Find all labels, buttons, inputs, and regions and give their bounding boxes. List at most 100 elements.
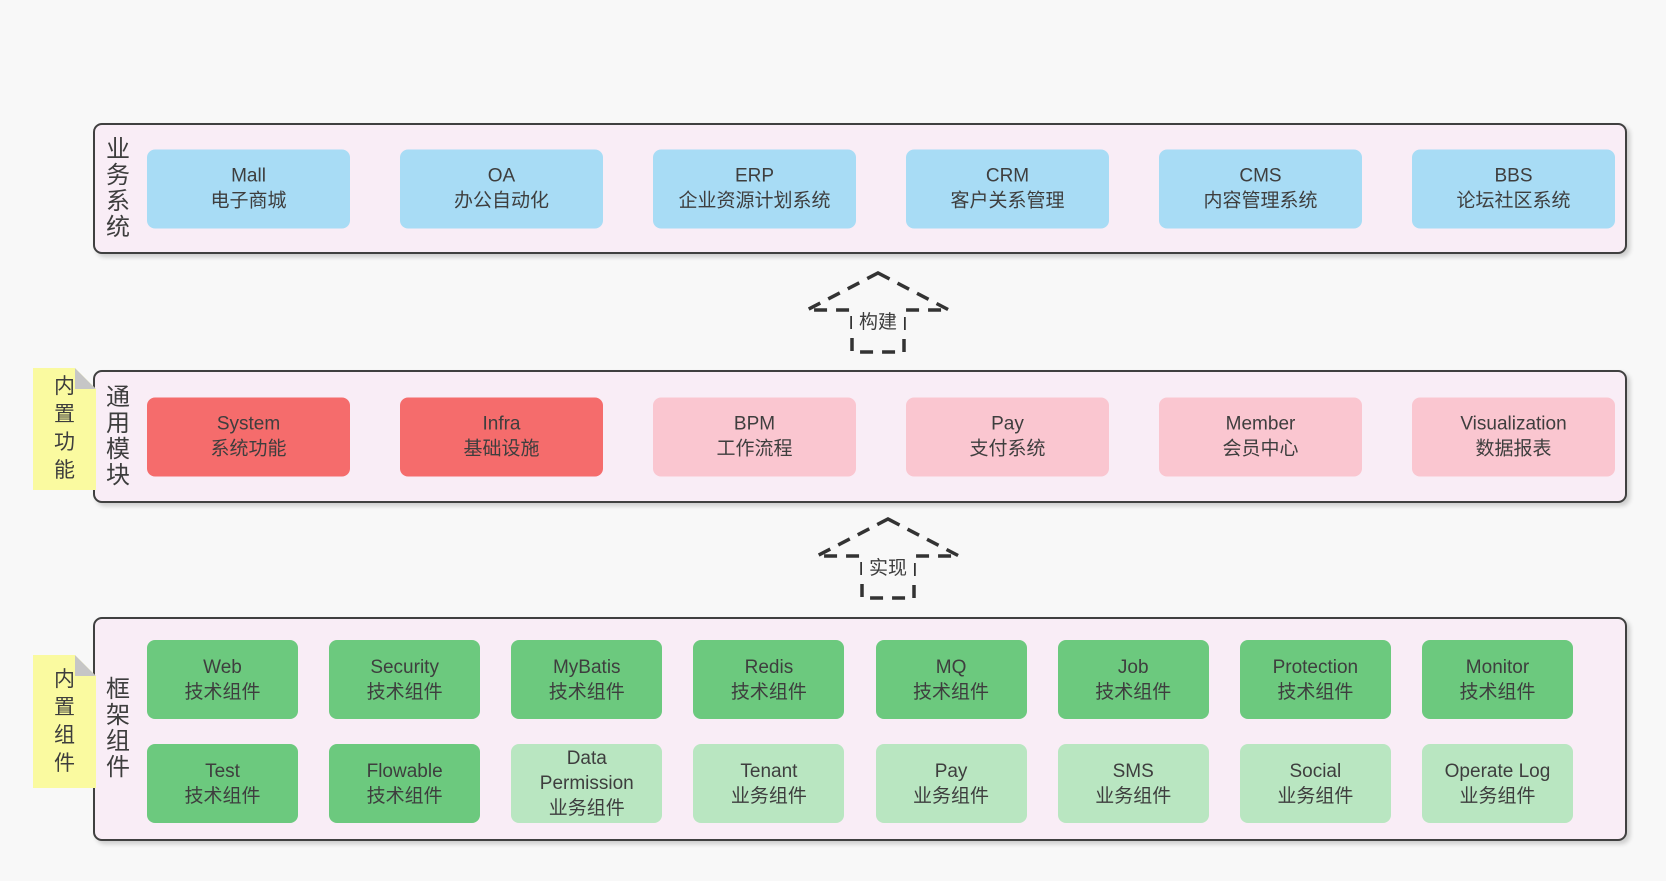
box-title: Flowable (366, 760, 443, 782)
box-subtitle: 办公自动化 (453, 190, 549, 212)
box-redis: Redis 技术组件 (693, 640, 845, 719)
up-arrow-icon (816, 517, 960, 600)
box-subtitle: 技术组件 (366, 681, 443, 703)
box-subtitle: 技术组件 (184, 681, 261, 703)
box-subtitle: 业务组件 (730, 785, 807, 807)
box-member: Member 会员中心 (1159, 397, 1362, 476)
layer-label-business: 业务系统 (106, 135, 130, 241)
box-pay: Pay 支付系统 (906, 397, 1109, 476)
box-title: Data Permission (539, 748, 634, 794)
box-subtitle: 技术组件 (1459, 681, 1536, 703)
box-subtitle: 业务组件 (548, 798, 625, 819)
box-protection: Protection 技术组件 (1239, 640, 1391, 719)
box-title: Tenant (740, 760, 798, 782)
box-infra: Infra 基础设施 (400, 397, 603, 476)
note-built-in-components: 内置组件 (33, 655, 96, 788)
box-title: Visualization (1460, 413, 1567, 435)
box-subtitle: 业务组件 (913, 785, 990, 807)
box-title: BPM (733, 413, 776, 435)
box-title: Monitor (1465, 656, 1530, 678)
box-subtitle: 数据报表 (1475, 438, 1552, 460)
arrow-implement: 实现 (814, 516, 962, 601)
box-title: Pay (934, 760, 968, 782)
box-operate-log: Operate Log 业务组件 (1421, 744, 1573, 823)
box-subtitle: 技术组件 (366, 785, 443, 807)
arrow-build-label: 构建 (851, 306, 905, 335)
box-subtitle: 业务组件 (1095, 785, 1172, 807)
box-title: Social (1289, 760, 1342, 782)
box-title: Mall (231, 165, 266, 187)
box-subtitle: 技术组件 (913, 681, 990, 703)
box-oa: OA 办公自动化 (400, 149, 603, 228)
box-monitor: Monitor 技术组件 (1421, 640, 1573, 719)
box-data-permission: Data Permission 业务组件 (511, 744, 663, 823)
box-erp: ERP 企业资源计划系统 (653, 149, 856, 228)
layer-label-components: 框架组件 (106, 676, 130, 781)
box-subtitle: 论坛社区系统 (1456, 190, 1571, 212)
box-title: Infra (482, 413, 521, 435)
box-title: Redis (744, 656, 794, 678)
box-flowable: Flowable 技术组件 (329, 744, 481, 823)
box-title: MQ (935, 656, 967, 678)
box-subtitle: 工作流程 (716, 438, 793, 460)
arrow-implement-label: 实现 (861, 552, 915, 581)
box-tenant: Tenant 业务组件 (693, 744, 845, 823)
box-job: Job 技术组件 (1057, 640, 1209, 719)
box-title: Member (1225, 413, 1296, 435)
box-subtitle: 会员中心 (1222, 438, 1299, 460)
box-title: System (216, 413, 281, 435)
arrow-build: 构建 (804, 270, 952, 355)
box-bpm: BPM 工作流程 (653, 397, 856, 476)
box-title: Security (370, 656, 439, 678)
modules-box-row: System 系统功能 Infra 基础设施 BPM 工作流程 Pay 支付系统 Member 会… (147, 397, 1615, 476)
box-title: Operate Log (1444, 760, 1551, 782)
box-title: SMS (1112, 760, 1154, 782)
box-visualization: Visualization 数据报表 (1412, 397, 1615, 476)
box-title: ERP (734, 165, 775, 187)
box-title: Job (1117, 656, 1149, 678)
box-subtitle: 技术组件 (184, 785, 261, 807)
box-title: CMS (1239, 165, 1282, 187)
box-title: Protection (1272, 656, 1359, 678)
box-subtitle: 技术组件 (730, 681, 807, 703)
box-mq: MQ 技术组件 (875, 640, 1027, 719)
box-subtitle: 业务组件 (1459, 785, 1536, 807)
box-social: Social 业务组件 (1239, 744, 1391, 823)
box-title: OA (487, 165, 516, 187)
box-title: Pay (991, 413, 1024, 435)
note-text: 内置功能 (54, 375, 75, 482)
layer-label-modules: 通用模块 (106, 383, 130, 489)
box-subtitle: 客户关系管理 (950, 190, 1065, 212)
box-subtitle: 系统功能 (210, 438, 287, 460)
box-subtitle: 支付系统 (969, 438, 1046, 460)
box-subtitle: 技术组件 (1095, 681, 1172, 703)
box-crm: CRM 客户关系管理 (906, 149, 1109, 228)
box-subtitle: 技术组件 (1277, 681, 1354, 703)
box-title: MyBatis (552, 656, 621, 678)
box-subtitle: 技术组件 (548, 681, 625, 703)
box-bbs: BBS 论坛社区系统 (1412, 149, 1615, 228)
box-subtitle: 业务组件 (1277, 785, 1354, 807)
box-subtitle: 基础设施 (463, 438, 540, 460)
box-title: Test (205, 760, 240, 782)
box-security: Security 技术组件 (329, 640, 481, 719)
layer-common-modules: 通用模块 System 系统功能 Infra 基础设施 BPM 工作流程 Pay 支付系统 Me… (93, 370, 1627, 503)
box-title: BBS (1494, 165, 1533, 187)
box-system: System 系统功能 (147, 397, 350, 476)
box-title: CRM (985, 165, 1030, 187)
note-text: 内置组件 (54, 667, 75, 775)
box-sms: SMS 业务组件 (1057, 744, 1209, 823)
box-mybatis: MyBatis 技术组件 (511, 640, 663, 719)
box-subtitle: 企业资源计划系统 (678, 190, 831, 212)
box-pay: Pay 业务组件 (875, 744, 1027, 823)
note-built-in-features: 内置功能 (33, 368, 96, 490)
